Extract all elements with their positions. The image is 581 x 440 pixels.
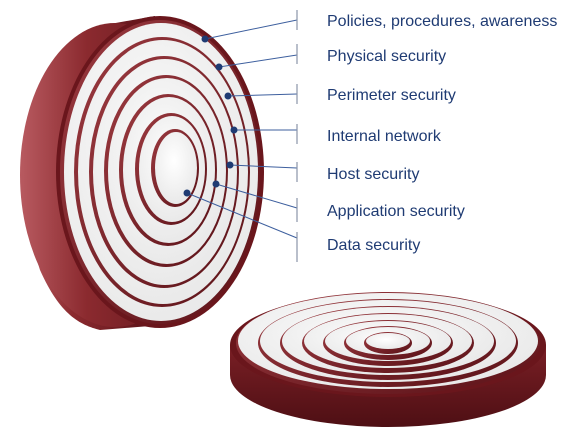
- leader-line-policies: [204, 19, 298, 40]
- label-physical: Physical security: [327, 48, 447, 65]
- leader-dot-policies: [201, 35, 209, 43]
- leader-line-data: [186, 192, 298, 239]
- label-data: Data security: [327, 237, 421, 254]
- label-host: Host security: [327, 166, 420, 183]
- leader-line-physical: [218, 54, 298, 68]
- upright-disk-rings: [60, 20, 260, 324]
- lying-disk: [230, 292, 546, 427]
- leader-line-host: [229, 164, 298, 169]
- lying-ring-face-7: [366, 333, 410, 349]
- label-application: Application security: [327, 203, 465, 220]
- leader-dot-data: [183, 189, 191, 197]
- leader-line-perimeter: [227, 93, 298, 97]
- upright-disk: [20, 16, 264, 330]
- label-internal: Internal network: [327, 128, 441, 145]
- leader-dot-application: [212, 180, 220, 188]
- lying-disk-rings: [236, 292, 540, 394]
- leader-dot-host: [226, 161, 234, 169]
- leader-dot-internal: [230, 126, 238, 134]
- label-policies: Policies, procedures, awareness: [327, 13, 558, 30]
- leader-dot-physical: [215, 63, 223, 71]
- leader-lines: [183, 19, 298, 239]
- upright-ring-face-7: [155, 132, 197, 204]
- leader-line-application: [215, 183, 298, 209]
- leader-dot-perimeter: [224, 92, 232, 100]
- label-perimeter: Perimeter security: [327, 87, 456, 104]
